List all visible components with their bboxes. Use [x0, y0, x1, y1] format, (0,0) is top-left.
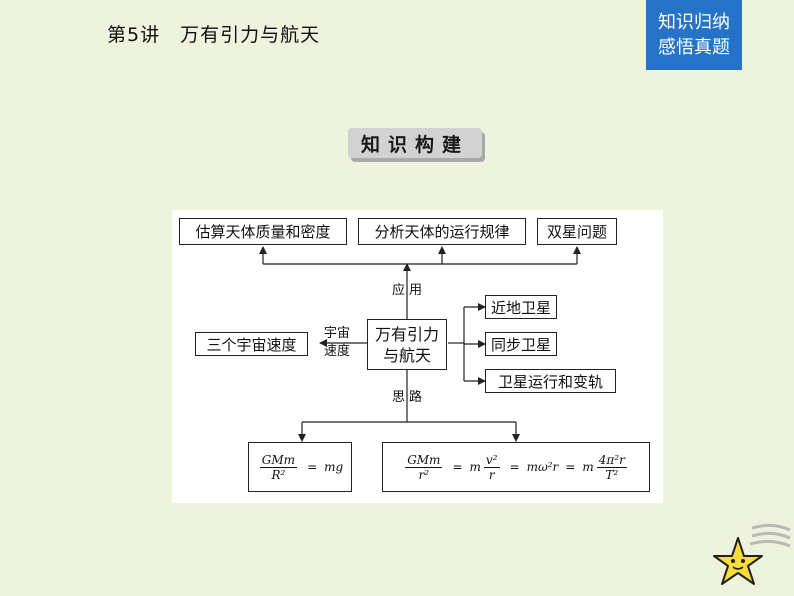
- label-approach: 思路: [392, 390, 426, 406]
- fraction-gmm-r2: GMm R²: [260, 453, 297, 482]
- formula-rhs: mg: [324, 460, 343, 474]
- center-line1: 万有引力: [375, 324, 439, 345]
- equals-sign: =: [307, 460, 317, 474]
- formula-box-orbital: GMm r² = m v² r = mω²r = m 4π²r T²: [382, 442, 650, 492]
- nav-badge-button[interactable]: 知识归纳 感悟真题: [646, 0, 742, 70]
- page-title: 第5讲 万有引力与航天: [107, 20, 320, 47]
- fraction-gmm-r2-small: GMm r²: [405, 453, 442, 482]
- top-box-estimate-mass: 估算天体质量和密度: [179, 218, 347, 245]
- frac-num: 4π²r: [597, 453, 627, 468]
- top-box-motion-law: 分析天体的运行规律: [358, 218, 526, 245]
- formula-box-gravity-weight: GMm R² = mg: [248, 442, 352, 492]
- equals-sign: =: [510, 460, 520, 474]
- center-line2: 与航天: [383, 345, 431, 366]
- label-application: 应用: [392, 283, 426, 299]
- frac-den: r: [487, 468, 497, 482]
- star-mascot-icon: [712, 520, 792, 592]
- fraction-v2-r: v² r: [484, 453, 500, 482]
- frac-den: R²: [270, 468, 288, 482]
- fraction-4pi2r-t2: 4π²r T²: [597, 453, 627, 482]
- concept-diagram: 估算天体质量和密度 分析天体的运行规律 双星问题 应用 万有引力 与航天 宇宙 …: [172, 210, 663, 503]
- left-box-cosmic-velocities: 三个宇宙速度: [195, 332, 308, 356]
- nav-badge-line1: 知识归纳: [646, 10, 742, 35]
- frac-den: r²: [417, 468, 432, 482]
- equals-sign: =: [565, 460, 575, 474]
- frac-den: T²: [603, 468, 620, 482]
- top-box-binary-star: 双星问题: [537, 218, 617, 245]
- frac-num: GMm: [405, 453, 442, 468]
- frac-num: GMm: [260, 453, 297, 468]
- section-title: 知识构建: [348, 130, 482, 157]
- section-banner: 知识构建: [348, 128, 486, 166]
- label-velocity: 速度: [324, 344, 350, 360]
- right-box-orbit-change: 卫星运行和变轨: [485, 369, 616, 393]
- center-box: 万有引力 与航天: [367, 319, 447, 370]
- label-cosmic: 宇宙: [324, 326, 350, 342]
- mass-symbol: m: [470, 460, 481, 474]
- right-box-near-earth: 近地卫星: [485, 295, 557, 319]
- equals-sign: =: [452, 460, 462, 474]
- mass-symbol: m: [582, 460, 593, 474]
- frac-num: v²: [484, 453, 500, 468]
- nav-badge-line2: 感悟真题: [646, 35, 742, 60]
- term-m-omega2-r: mω²r: [527, 460, 559, 474]
- right-box-synchronous: 同步卫星: [485, 332, 557, 356]
